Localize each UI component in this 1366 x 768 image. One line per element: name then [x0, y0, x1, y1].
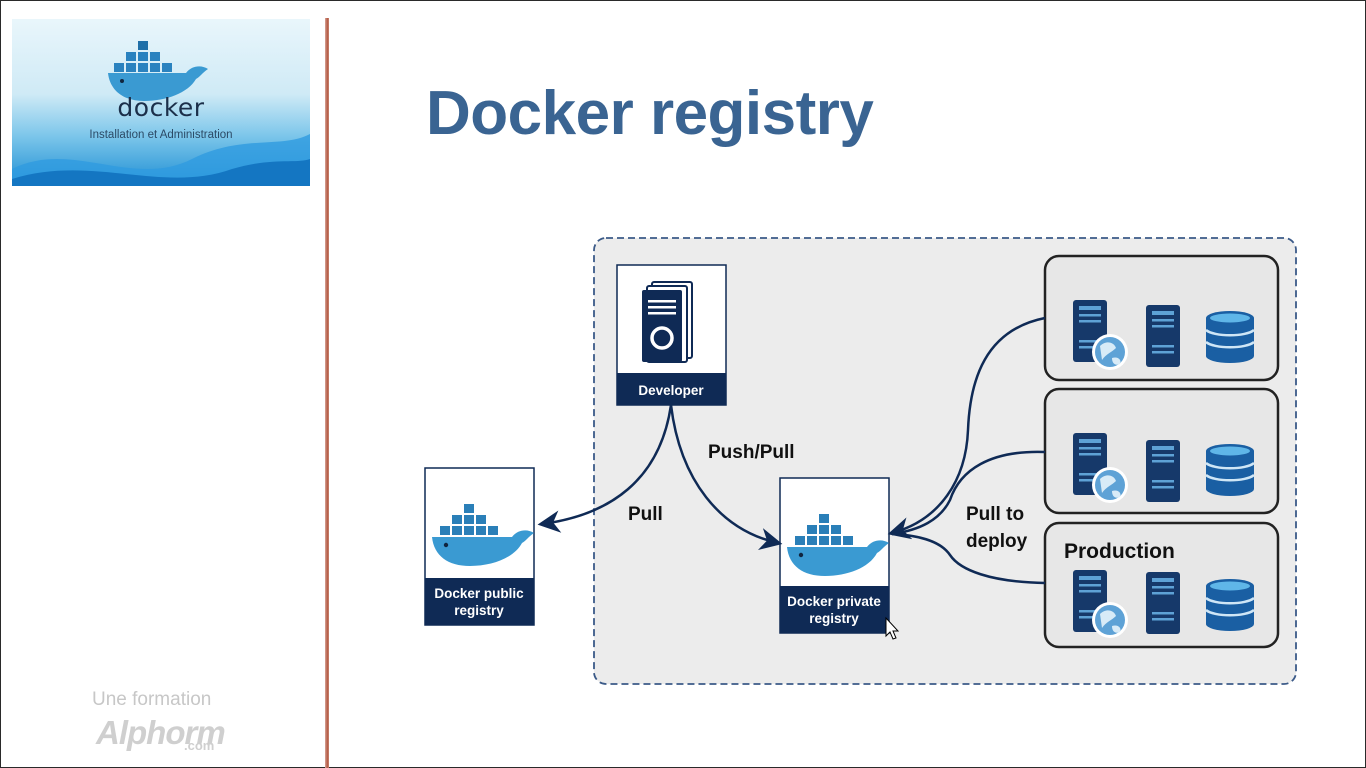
private-registry-node: Docker private registry: [779, 477, 890, 634]
brand-tagline: Une formation: [92, 689, 212, 710]
vertical-divider: [325, 18, 329, 768]
developer-label: Developer: [638, 383, 704, 398]
pull-label: Pull: [628, 504, 663, 525]
push-pull-arrow: [669, 404, 783, 551]
push-pull-label: Push/Pull: [708, 442, 795, 463]
server-group-1: [1043, 254, 1280, 382]
pull-to-deploy-label-line2: deploy: [966, 531, 1028, 552]
developer-device-icon: [642, 281, 693, 363]
deploy-line-2: [891, 450, 1046, 536]
deploy-line-1: [887, 316, 1046, 540]
logo-subtitle: Installation et Administration: [89, 129, 233, 141]
brand-name: Alphorm: [96, 714, 226, 751]
mouse-cursor-icon: [885, 616, 900, 640]
docker-wordmark: docker: [117, 93, 205, 122]
slide-title: Docker registry: [426, 79, 874, 148]
server-group-2: [1043, 387, 1280, 515]
developer-node: Developer: [616, 264, 727, 406]
private-registry-label-line1: Docker private: [787, 594, 881, 609]
server-group-production: [1043, 521, 1280, 649]
docker-whale-logo-icon: [12, 41, 310, 186]
public-registry-node: Docker public registry: [424, 467, 535, 626]
docker-logo-card: docker Installation et Administration: [12, 19, 310, 186]
production-label: Production: [1064, 540, 1175, 563]
brand-domain: .com: [184, 738, 215, 753]
pull-to-deploy-label-line1: Pull to: [966, 504, 1024, 525]
deploy-line-3: [891, 532, 1046, 585]
private-registry-label-line2: registry: [809, 611, 859, 626]
public-registry-label-line2: registry: [454, 603, 504, 618]
public-registry-label-line1: Docker public: [434, 586, 524, 601]
pull-arrow: [537, 404, 673, 533]
